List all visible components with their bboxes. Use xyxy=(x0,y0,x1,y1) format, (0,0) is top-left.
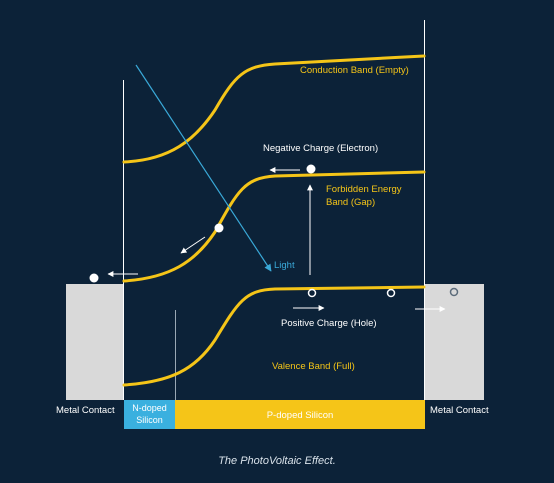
n-doped-label-line1: N-doped xyxy=(132,403,167,413)
conduction-band-label: Conduction Band (Empty) xyxy=(300,65,409,76)
electron-dot-left-contact xyxy=(89,273,99,283)
figure-caption: The PhotoVoltaic Effect. xyxy=(218,455,336,467)
hole-circle-2 xyxy=(386,288,396,298)
p-doped-silicon-bar xyxy=(175,400,425,429)
metal-contact-right-label: Metal Contact xyxy=(430,405,489,416)
n-doped-silicon-bar xyxy=(124,400,175,429)
forbidden-gap-label-line2: Band (Gap) xyxy=(326,197,375,208)
valence-band-curve xyxy=(122,285,426,387)
light-label: Light xyxy=(274,260,295,271)
metal-contact-right-block xyxy=(425,284,484,400)
upper-gap-band-curve xyxy=(122,170,426,283)
electron-down-slope-arrow xyxy=(180,236,206,254)
conduction-band-curve xyxy=(122,54,426,164)
electron-dot-slope xyxy=(214,223,224,233)
metal-contact-left-label: Metal Contact xyxy=(56,405,115,416)
electron-dot-top xyxy=(306,164,316,174)
p-doped-label: P-doped Silicon xyxy=(267,410,334,421)
hole-circle-right-contact xyxy=(449,287,459,297)
valence-band-label: Valence Band (Full) xyxy=(272,361,355,372)
hole-circle-1 xyxy=(307,288,317,298)
negative-charge-label: Negative Charge (Electron) xyxy=(263,143,378,154)
metal-contact-left-block xyxy=(66,284,123,400)
n-doped-label-line2: Silicon xyxy=(136,415,163,425)
forbidden-gap-label-line1: Forbidden Energy xyxy=(326,184,402,195)
positive-charge-label: Positive Charge (Hole) xyxy=(281,318,377,329)
light-ray-arrow xyxy=(135,64,272,272)
